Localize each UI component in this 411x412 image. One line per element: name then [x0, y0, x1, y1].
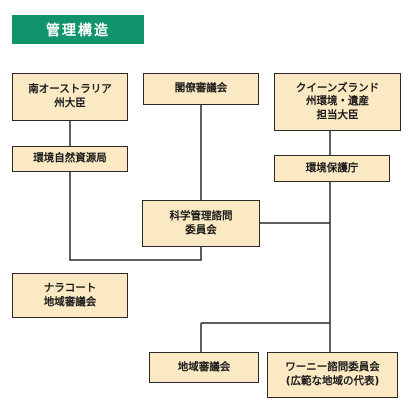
qld-minister-box: クイーンズランド 州環境・遺産 担当大臣: [274, 73, 401, 131]
sa-environment-line1: 環境自然資源局: [33, 152, 107, 165]
riversleigh-committee-box: ワーニー諮問委員会 (広範な地域の代表): [267, 352, 398, 398]
connector-sa-environment-to-science-committee: [69, 172, 202, 261]
qld-epa-box: 環境保護庁: [274, 155, 390, 182]
science-committee-line1: 科学管理諮問: [169, 209, 233, 222]
section-title: 管理構造: [46, 22, 110, 39]
naracoorte-committee-box: ナラコート 地域審議会: [12, 273, 128, 318]
naracoorte-committee-line1: ナラコート: [43, 281, 97, 294]
sa-environment-box: 環境自然資源局: [12, 146, 128, 172]
naracoorte-committee-line2: 地域審議会: [43, 295, 97, 308]
regional-committee-line1: 地域審議会: [177, 360, 231, 373]
riversleigh-committee-line2: (広範な地域の代表): [285, 375, 380, 387]
science-committee-box: 科学管理諮問 委員会: [142, 200, 260, 247]
qld-minister-line2: 州環境・遺産: [306, 95, 369, 108]
sa-minister-line2: 州大臣: [54, 97, 86, 109]
science-committee-line2: 委員会: [185, 223, 217, 236]
sa-minister-box: 南オーストラリア 州大臣: [12, 73, 128, 121]
qld-minister-line3: 担当大臣: [316, 108, 359, 121]
section-header: 管理構造: [12, 15, 144, 44]
sa-minister-line1: 南オーストラリア: [28, 83, 112, 96]
cabinet-line1: 閣僚審議会: [174, 82, 228, 95]
riversleigh-committee-line1: ワーニー諮問委員会: [285, 361, 380, 374]
cabinet-box: 閣僚審議会: [143, 73, 259, 105]
qld-minister-line1: クイーンズランド: [295, 81, 380, 94]
regional-committee-box: 地域審議会: [149, 352, 259, 383]
qld-epa-line1: 環境保護庁: [305, 161, 359, 174]
